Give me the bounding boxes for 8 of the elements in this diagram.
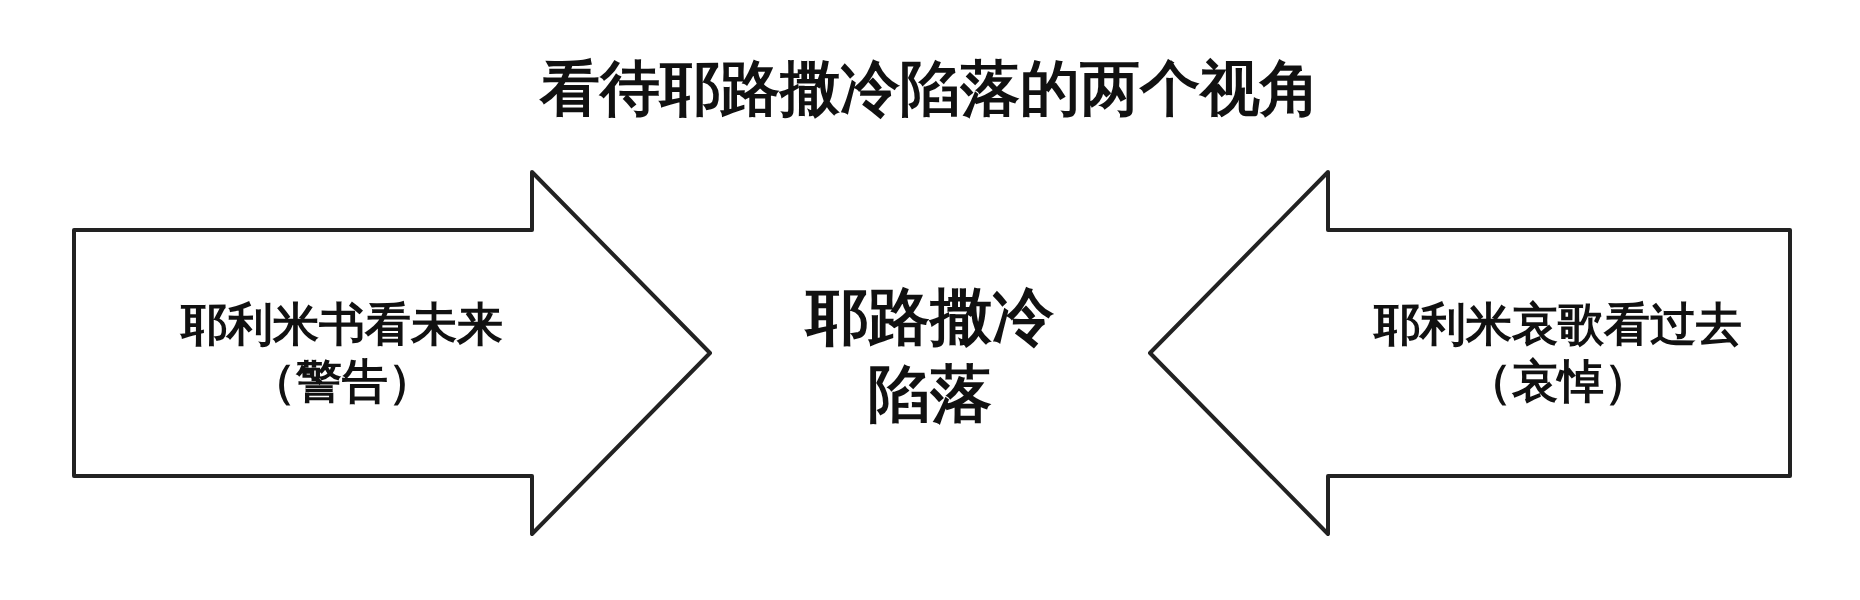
arrow-label: 耶利米书看未来	[181, 295, 503, 353]
arrow-sublabel: （警告）	[250, 353, 434, 410]
center-label: 耶路撒冷陷落	[803, 278, 1055, 432]
diagram-title: 看待耶路撒冷陷落的两个视角	[540, 52, 1320, 124]
arrow-label: 耶利米哀歌看过去	[1374, 295, 1742, 353]
arrow-sublabel: （哀悼）	[1466, 353, 1650, 410]
block-arrow	[1148, 170, 1792, 536]
block-arrow	[72, 170, 712, 536]
